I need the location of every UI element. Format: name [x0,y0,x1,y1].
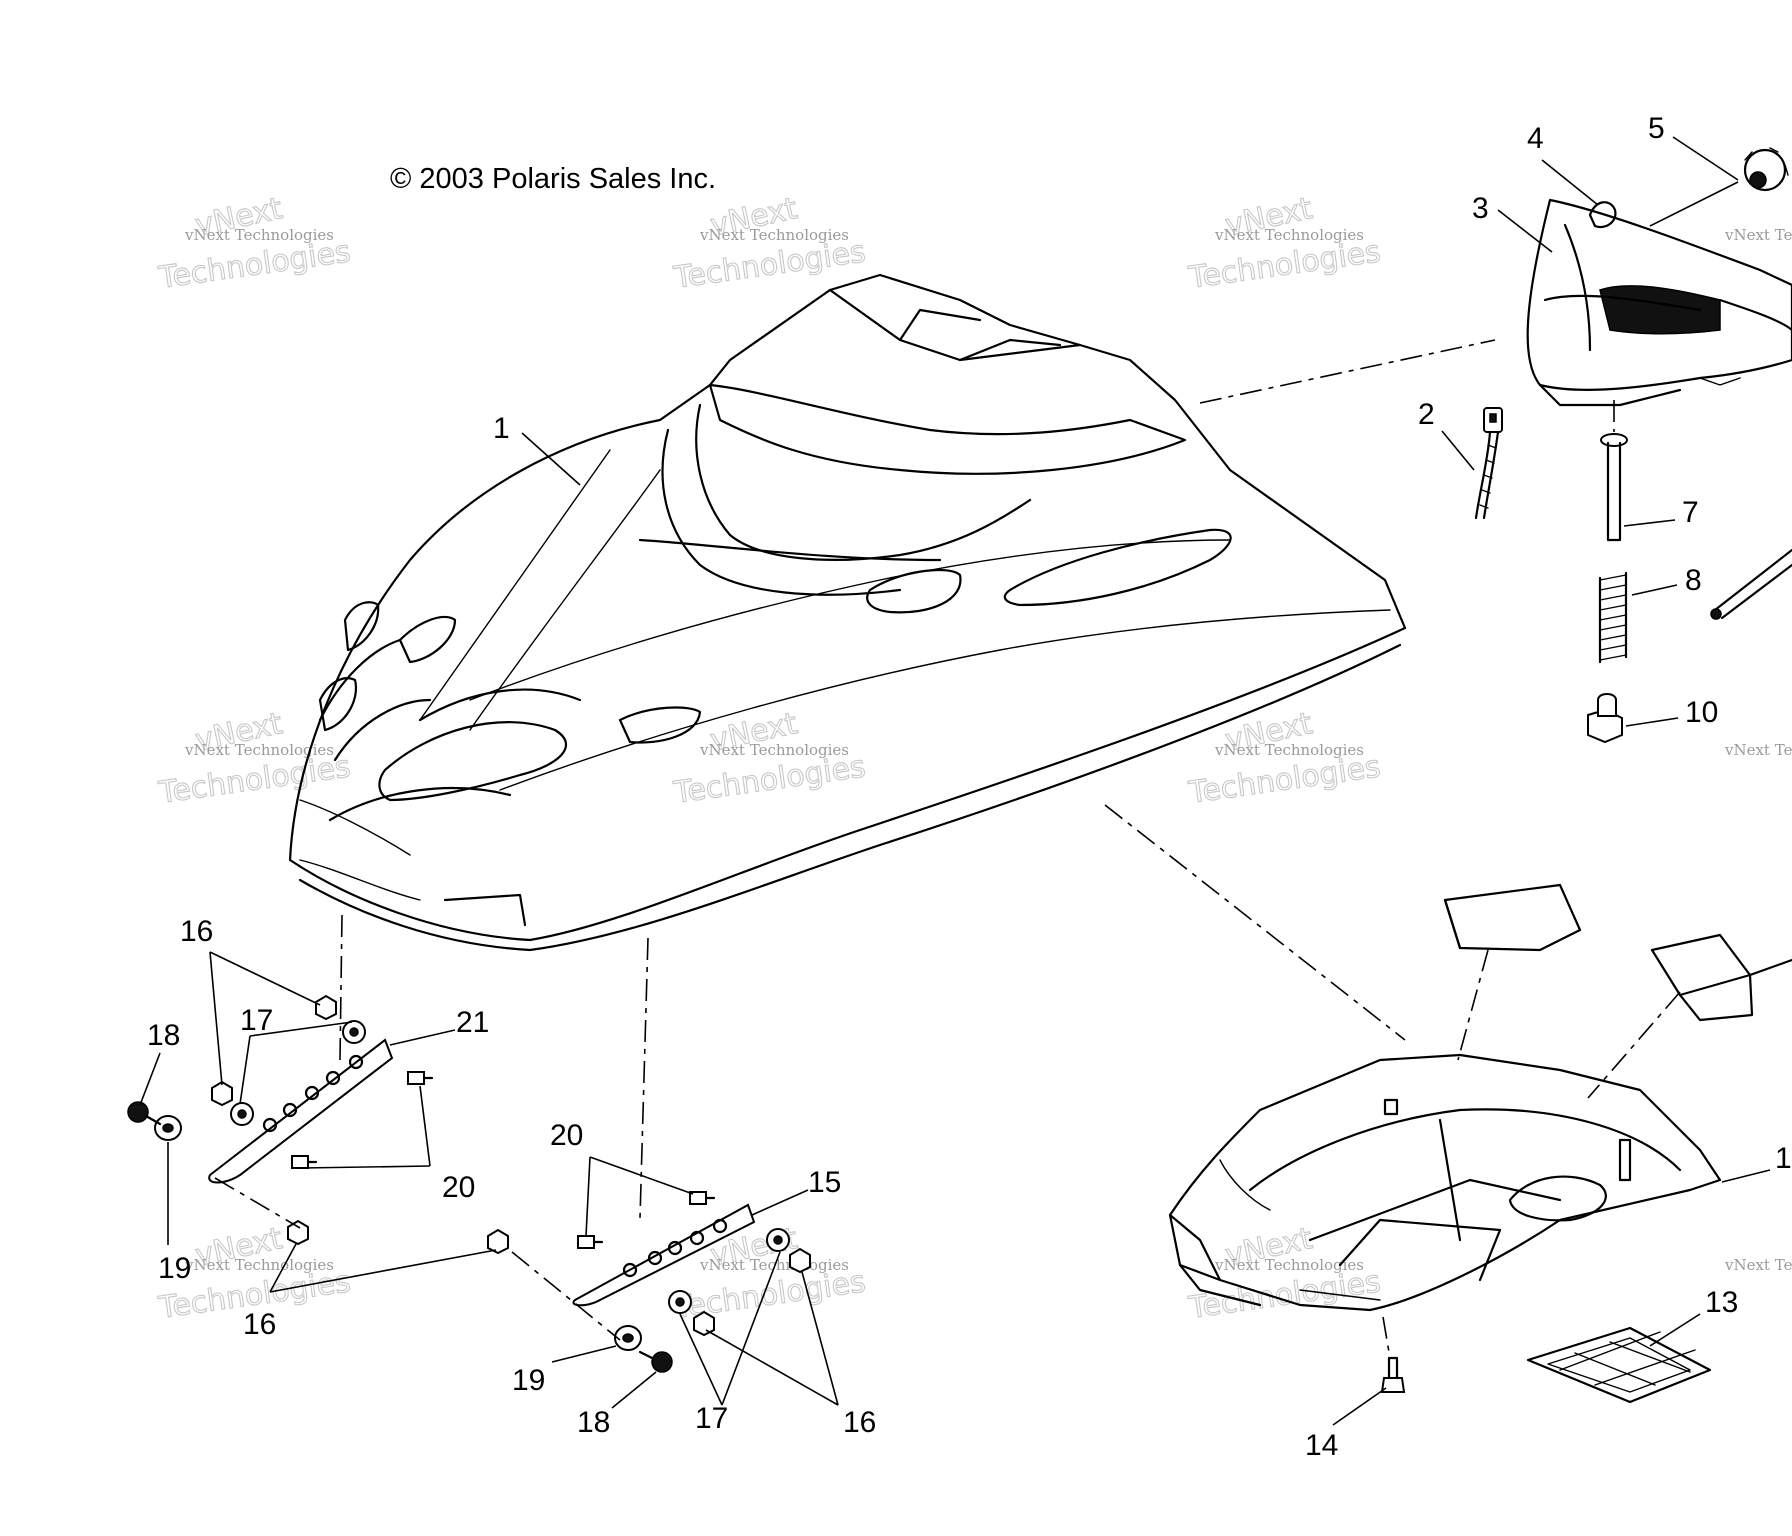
watermark-text: vNext Technologies [184,1256,334,1274]
pin-part-7[interactable] [1600,433,1628,542]
callout-16-a: 16 [180,915,213,948]
copyright-text: © 2003 Polaris Sales Inc. [390,163,716,195]
watermark-text: vNext Technologies [1724,226,1792,244]
nut-part-16[interactable] [287,1219,309,1246]
hood-part-1[interactable] [288,273,1407,952]
callout-16-c: 16 [843,1406,876,1439]
cable-part-2[interactable] [1474,407,1503,520]
watermark-text: vNext Technologies [1724,1256,1792,1274]
watermark-text: vNext Technologies [699,226,849,244]
callout-20-a: 20 [442,1171,475,1204]
strap-part[interactable] [1710,548,1792,620]
callout-17-b: 17 [695,1402,728,1435]
bracket-part-15[interactable] [572,1203,756,1307]
callout-4: 4 [1527,122,1544,155]
watermark-text: vNext Technologies [184,226,334,244]
callout-11: 1 [1775,1142,1792,1175]
nut-part-16[interactable] [789,1247,811,1274]
washer-part-17[interactable] [668,1290,692,1314]
callout-14: 14 [1305,1429,1338,1462]
leader-lines [139,136,1771,1426]
callout-15: 15 [808,1166,841,1199]
watermark-text: vNext Technologies [1214,1256,1364,1274]
watermark: vNext vNext Technologies Technologies [1185,705,1383,811]
screw-part-20[interactable] [291,1155,318,1169]
spring-part-8[interactable] [1598,571,1628,664]
callout-5: 5 [1648,112,1665,145]
watermark-text: vNext Technologies [699,741,849,759]
bolt-part-18[interactable] [127,1101,162,1126]
grommet-part-19[interactable] [614,1325,642,1351]
callout-labels: 1 2 3 4 5 7 8 10 1 13 14 15 16 16 16 17 … [147,112,1792,1462]
washer-part-17[interactable] [766,1228,790,1252]
watermark: vNext Technologies [1724,226,1792,244]
callout-20-b: 20 [550,1119,583,1152]
watermark: vNext Technologies [1724,741,1792,759]
callout-19-a: 19 [158,1252,191,1285]
nut-part-16[interactable] [487,1228,509,1255]
callout-1: 1 [493,412,510,445]
bolt-part-14[interactable] [1380,1356,1406,1393]
screw-part-20[interactable] [577,1235,604,1249]
assembly-lines [214,339,1681,1359]
watermark-text: vNext Technologies [1724,741,1792,759]
nut-part-16[interactable] [315,994,337,1021]
watermark: vNext vNext Technologies Technologies [670,705,868,811]
screw-part-20[interactable] [689,1191,716,1205]
callout-19-b: 19 [512,1364,545,1397]
washer-part-17[interactable] [342,1020,366,1044]
callout-18-a: 18 [147,1019,180,1052]
callout-16-b: 16 [243,1308,276,1341]
watermark: vNext Technologies [1724,1256,1792,1274]
windshield-part-3[interactable] [1526,198,1792,407]
knob-part-5[interactable] [1743,147,1789,192]
callout-3: 3 [1472,192,1489,225]
watermark-text: vNext Technologies [699,1256,849,1274]
vent-grille-part-13[interactable] [1526,1326,1712,1404]
watermark: vNext vNext Technologies Technologies [155,190,353,296]
watermark-text: vNext Technologies [184,741,334,759]
foam-block[interactable] [1650,933,1792,1022]
screw-part-20[interactable] [407,1071,434,1085]
callout-18-b: 18 [577,1406,610,1439]
callout-13: 13 [1705,1286,1738,1319]
callout-8: 8 [1685,564,1702,597]
watermark-grid: vNext vNext Technologies Technologies vN… [155,190,1792,1326]
callout-17-a: 17 [240,1004,273,1037]
washer-part-17[interactable] [230,1102,254,1126]
watermark-text: vNext Technologies [1214,226,1364,244]
nut-part-16[interactable] [211,1080,233,1107]
bolt-part-18[interactable] [638,1350,673,1373]
callout-21: 21 [456,1006,489,1039]
foam-block[interactable] [1443,883,1582,952]
callout-2: 2 [1418,398,1435,431]
watermark: vNext vNext Technologies Technologies [1185,190,1383,296]
nut-part-16[interactable] [693,1310,715,1337]
grommet-part-19[interactable] [154,1115,182,1141]
callout-7: 7 [1682,496,1699,529]
watermark-text: vNext Technologies [1214,741,1364,759]
callout-10: 10 [1685,696,1718,729]
hood-liner-part-11[interactable] [1168,1053,1722,1312]
watermark: vNext vNext Technologies Technologies [670,190,868,296]
bracket-part-21[interactable] [208,1038,394,1184]
nut-part-10[interactable] [1587,693,1623,744]
